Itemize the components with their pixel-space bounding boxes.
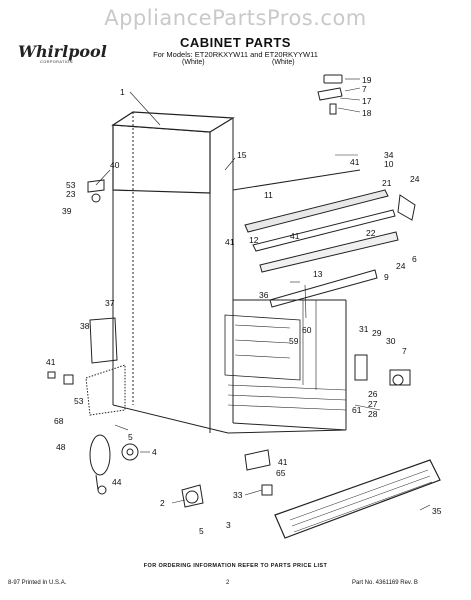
callout-18: 18 <box>362 108 372 118</box>
callout-41-left: 41 <box>46 357 56 367</box>
left-parts <box>47 179 126 495</box>
callout-24-lower: 24 <box>396 261 406 271</box>
callout-53: 53 <box>66 180 76 190</box>
model-numbers: For Models: ET20RKXYW11 and ET20RKYYW11 <box>153 50 318 59</box>
callout-6: 6 <box>412 254 417 264</box>
callout-28: 28 <box>368 409 378 419</box>
top-hinge <box>317 74 343 115</box>
callout-4: 4 <box>152 447 157 457</box>
leader-lines <box>95 78 431 511</box>
callout-41-mid: 41 <box>225 237 235 247</box>
callout-26: 26 <box>368 389 378 399</box>
callout-19: 19 <box>362 75 372 85</box>
print-date: 8-97 Printed In U.S.A. <box>8 580 67 586</box>
divider-rails <box>244 189 416 308</box>
callout-21: 21 <box>382 178 392 188</box>
callout-36: 36 <box>259 290 269 300</box>
callout-59: 59 <box>289 336 299 346</box>
part-number: Part No. 4361169 Rev. B <box>352 580 418 586</box>
callout-39: 39 <box>62 206 72 216</box>
callout-5: 5 <box>128 432 133 442</box>
whirlpool-logo: Whirlpool <box>18 42 107 61</box>
callout-30: 30 <box>386 336 396 346</box>
callout-41-bottom: 41 <box>278 457 288 467</box>
callout-27: 27 <box>368 399 378 409</box>
callout-41-rail: 41 <box>290 231 300 241</box>
callout-41-top: 41 <box>350 157 360 167</box>
casters <box>121 443 273 508</box>
callout-2: 2 <box>160 498 165 508</box>
watermark: AppliancePartsPros.com <box>104 6 367 30</box>
callouts: 1 19 7 17 18 40 15 34 10 41 53 23 39 11 … <box>46 75 442 536</box>
callout-33: 33 <box>233 490 243 500</box>
callout-31: 31 <box>359 324 369 334</box>
callout-53-lower: 53 <box>74 396 84 406</box>
callout-38: 38 <box>80 321 90 331</box>
callout-24: 24 <box>410 174 420 184</box>
callout-5-bottom: 5 <box>199 526 204 536</box>
page-title: CABINET PARTS <box>180 35 291 50</box>
callout-7: 7 <box>362 84 367 94</box>
callout-34: 34 <box>384 150 394 160</box>
callout-61: 61 <box>352 405 362 415</box>
callout-17: 17 <box>362 96 372 106</box>
finish-right: (White) <box>272 59 295 66</box>
callout-13: 13 <box>313 269 323 279</box>
callout-9: 9 <box>384 272 389 282</box>
callout-65: 65 <box>276 468 286 478</box>
callout-40: 40 <box>110 160 120 170</box>
callout-1: 1 <box>120 87 125 97</box>
callout-60: 60 <box>302 325 312 335</box>
callout-48: 48 <box>56 442 66 452</box>
callout-3: 3 <box>226 520 231 530</box>
callout-11: 11 <box>264 190 273 200</box>
callout-35: 35 <box>432 506 442 516</box>
callout-68: 68 <box>54 416 64 426</box>
logo-subtitle: CORPORATION <box>40 59 73 64</box>
callout-12: 12 <box>249 235 259 245</box>
callout-10: 10 <box>384 159 394 169</box>
callout-22: 22 <box>366 228 376 238</box>
cabinet-shell <box>111 111 361 434</box>
callout-37: 37 <box>105 298 115 308</box>
callout-29: 29 <box>372 328 382 338</box>
ordering-note: FOR ORDERING INFORMATION REFER TO PARTS … <box>143 563 328 569</box>
callout-7-right: 7 <box>402 346 407 356</box>
callout-44: 44 <box>112 477 122 487</box>
finish-left: (White) <box>182 59 205 66</box>
callout-15: 15 <box>237 150 247 160</box>
right-parts <box>354 354 411 386</box>
toe-grille <box>274 459 441 539</box>
callout-23: 23 <box>66 189 76 199</box>
page-number: 2 <box>226 580 230 586</box>
